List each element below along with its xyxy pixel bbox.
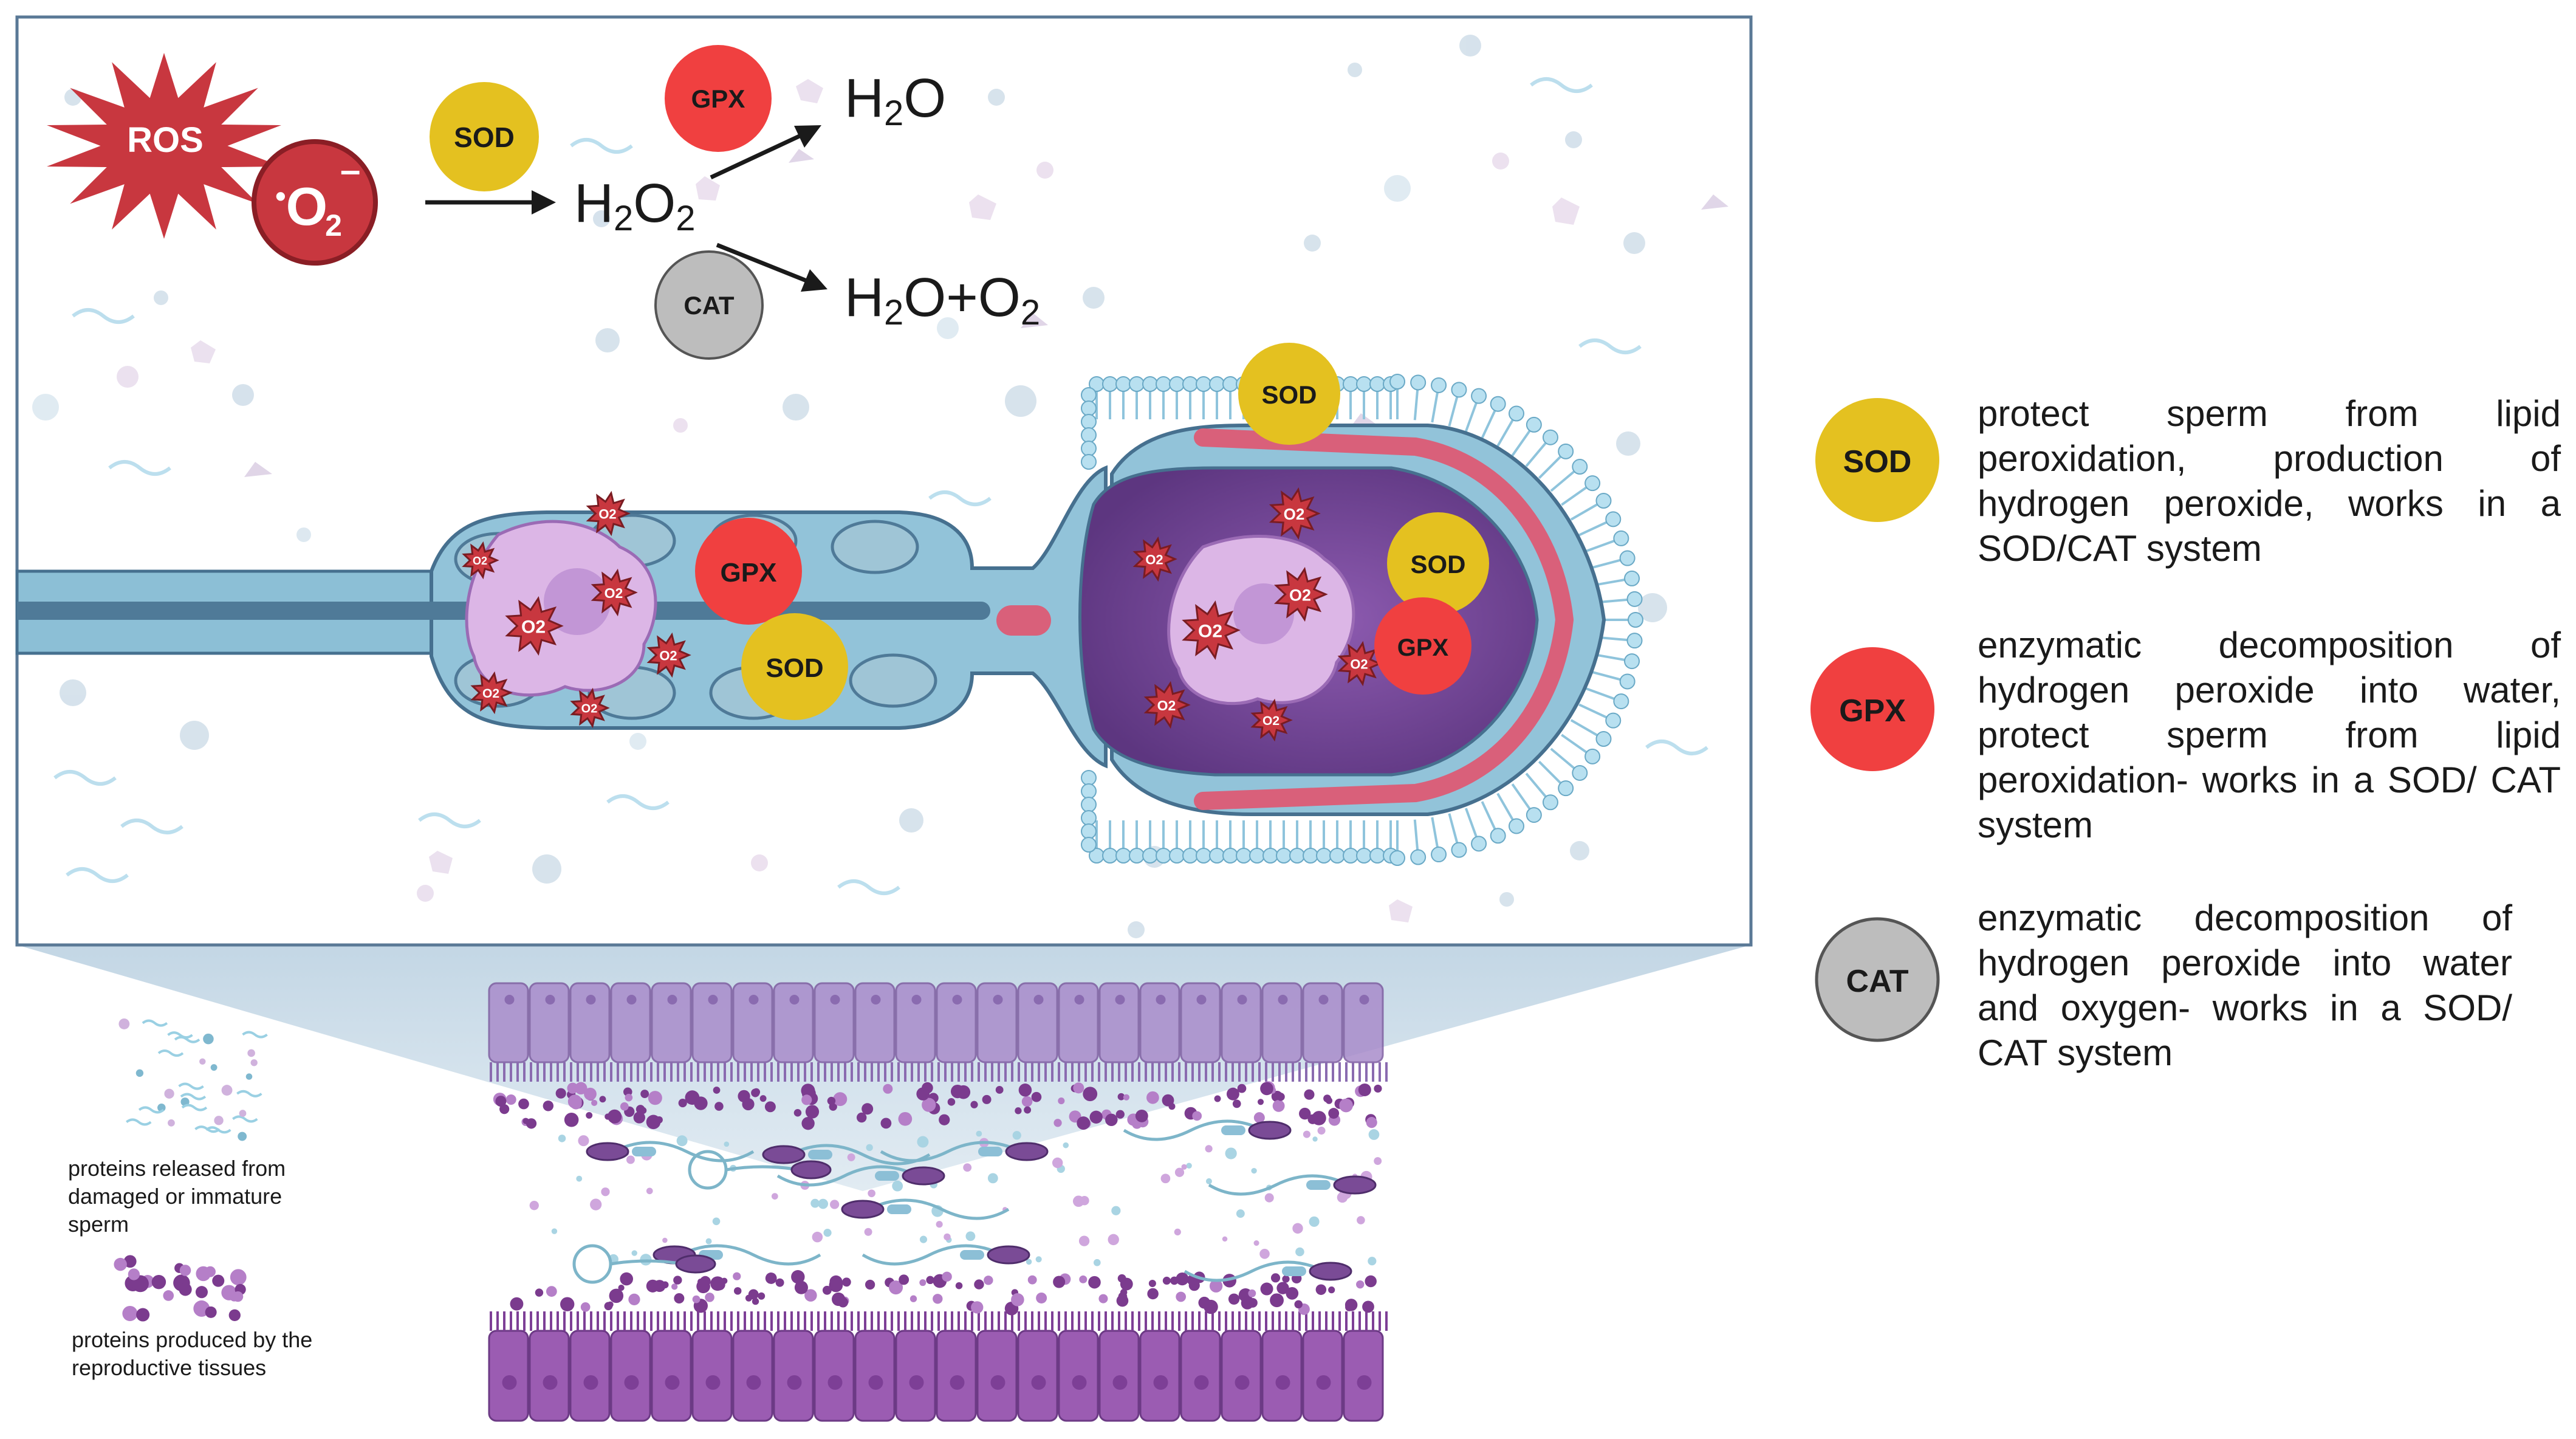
ros-burst (586, 490, 631, 537)
superoxide-label: •O2 (275, 176, 342, 242)
legend-sod-text: protect sperm from lipid peroxidation, p… (1978, 393, 2561, 569)
legend-sod-label: SOD (1843, 444, 1912, 479)
legend-gpx-label: GPX (1839, 693, 1906, 729)
sod-midpiece-badge (741, 613, 848, 720)
gpx-reaction-label: GPX (691, 84, 745, 113)
ros-burst-label: O2 (581, 702, 598, 716)
ros-burst-label: O2 (1145, 552, 1163, 568)
sod-head-inner-label: SOD (1410, 550, 1465, 579)
released-proteins-icon (118, 1018, 268, 1141)
ros-burst (1143, 681, 1191, 729)
ros-burst (470, 671, 513, 715)
legend-sod-badge (1815, 398, 1939, 522)
ros-burst-label: O2 (1262, 714, 1279, 728)
ros-burst-label: O2 (521, 617, 546, 637)
superoxide-circle (252, 139, 378, 266)
epithelium-bottom (488, 1311, 1388, 1422)
ros-burst (1337, 641, 1382, 687)
ros-burst (570, 687, 610, 729)
ros-burst-label: O2 (473, 555, 487, 567)
caption-released-proteins: proteins released from damaged or immatu… (68, 1156, 286, 1237)
sod-head-inner-badge (1387, 512, 1489, 614)
cat-reaction-badge (654, 250, 764, 360)
background-particles (32, 35, 1728, 938)
legend-cat-badge (1815, 917, 1940, 1042)
legend-gpx-badge (1810, 647, 1934, 771)
ros-burst-label: O2 (1284, 505, 1305, 523)
sod-head-top-badge (1238, 343, 1340, 445)
produced-proteins-icon (114, 1255, 247, 1322)
ros-burst (505, 596, 564, 656)
epithelium-top (488, 982, 1388, 1082)
gpx-midpiece-label: GPX (721, 558, 777, 588)
ros-label: ROS (127, 120, 204, 160)
ros-burst-label: O2 (482, 687, 499, 701)
ros-burst (646, 632, 691, 678)
ros-burst-label: O2 (1157, 698, 1176, 713)
ros-burst (1182, 600, 1241, 661)
reaction-arrows (425, 125, 827, 292)
ros-burst (462, 541, 499, 580)
sod-midpiece-label: SOD (766, 653, 823, 683)
legend-gpx-text: enzymatic decomposition of hydrogen pero… (1978, 625, 2561, 845)
connecting-piece (996, 605, 1051, 636)
ros-burst-label: O2 (605, 585, 623, 601)
sod-reaction-badge (430, 82, 539, 191)
caption-produced-proteins: proteins produced by the reproductive ti… (72, 1327, 313, 1380)
ros-burst (1269, 487, 1321, 540)
sod-head-top-label: SOD (1261, 380, 1317, 409)
ros-burst-label: O2 (1289, 586, 1311, 605)
sod-reaction-label: SOD (454, 122, 515, 153)
ros-burst-label: O2 (1350, 657, 1368, 672)
lumen-contents (493, 1081, 1382, 1316)
ros-burst-label: O2 (598, 507, 616, 522)
water-product-label: H2O (844, 68, 946, 133)
gpx-midpiece-badge (695, 518, 802, 625)
ros-starburst (47, 53, 281, 239)
h2o2-label: H2O2 (574, 173, 696, 238)
ros-burst (1250, 698, 1293, 742)
cat-reaction-label: CAT (683, 291, 735, 320)
ros-burst (591, 568, 638, 617)
ros-burst-label: O2 (659, 648, 677, 664)
gpx-head-label: GPX (1397, 634, 1449, 661)
svg-text:–: – (340, 149, 360, 190)
gpx-reaction-badge (665, 45, 772, 152)
ros-burst-label: O2 (1198, 622, 1222, 642)
gpx-head-badge (1374, 597, 1471, 695)
legend-cat-label: CAT (1846, 964, 1908, 999)
ros-burst (1273, 566, 1328, 622)
acrosome (1194, 428, 1574, 810)
legend-cat-text: enzymatic decomposition of hydrogen pero… (1978, 898, 2512, 1073)
water-oxygen-product-label: H2O+O2 (844, 267, 1040, 332)
ros-burst (1132, 536, 1177, 582)
